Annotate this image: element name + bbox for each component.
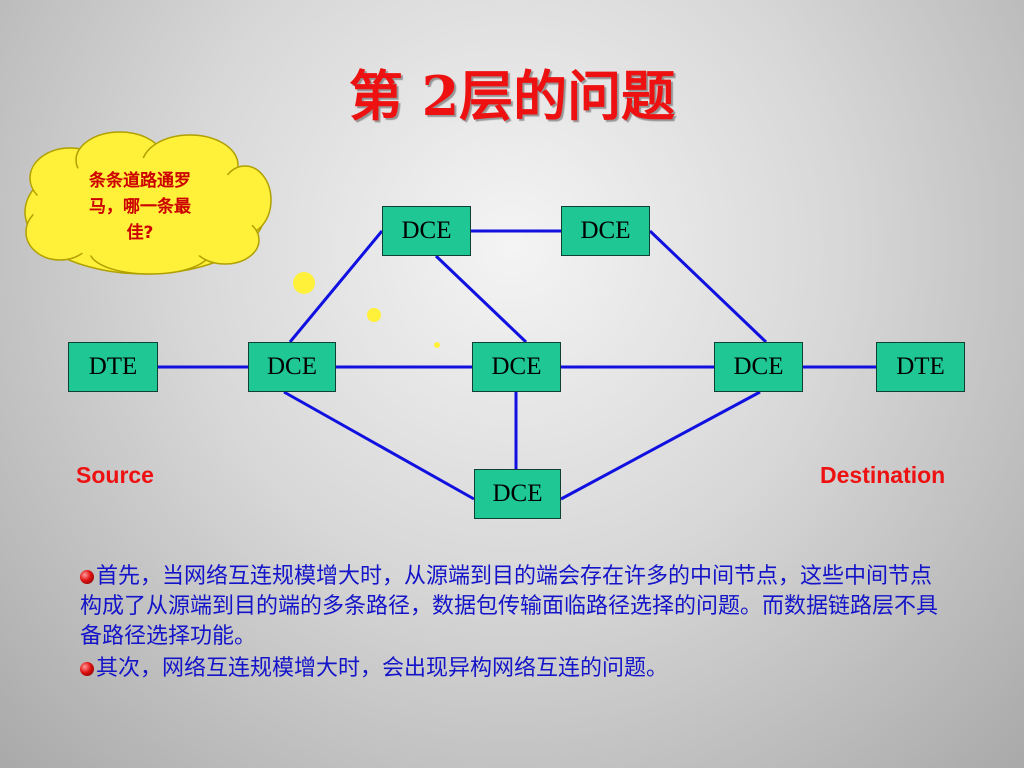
link-dce-top-left-dce-center (434, 254, 528, 344)
link-dce-mid-left-dce-top-left (288, 230, 384, 343)
bubble-line: 马，哪一条最 (89, 197, 191, 217)
paragraph-1: 首先，当网络互连规模增大时，从源端到目的端会存在许多的中间节点，这些中间节点构成… (80, 562, 950, 652)
node-dce-top-right: DCE (561, 206, 650, 256)
node-dce-center: DCE (472, 342, 561, 392)
red-bullet-icon (80, 662, 94, 676)
bubble-dot-medium (367, 308, 381, 322)
destination-label: Destination (820, 462, 946, 488)
link-dce-top-right-dce-mid-right (648, 229, 768, 344)
bubble-dot-small (434, 342, 440, 348)
bubble-dot-large (293, 272, 315, 294)
bubble-line: 条条道路通罗 (89, 171, 191, 191)
paragraph-2: 其次，网络互连规模增大时，会出现异构网络互连的问题。 (80, 654, 950, 684)
node-dte-destination: DTE (876, 342, 965, 392)
paragraph-text: 其次，网络互连规模增大时，会出现异构网络互连的问题。 (96, 656, 669, 681)
bubble-line: 佳? (126, 223, 154, 243)
node-dte-source: DTE (68, 342, 158, 392)
paragraph-text: 首先，当网络互连规模增大时，从源端到目的端会存在许多的中间节点，这些中间节点构成… (80, 564, 939, 649)
thought-bubble-text: 条条道路通罗 马，哪一条最 佳? (60, 168, 220, 246)
body-text: 首先，当网络互连规模增大时，从源端到目的端会存在许多的中间节点，这些中间节点构成… (80, 562, 950, 686)
node-dce-bottom: DCE (474, 469, 561, 519)
slide-title: 第 2层的问题 (348, 64, 676, 128)
node-dce-top-left: DCE (382, 206, 471, 256)
node-dce-mid-right: DCE (714, 342, 803, 392)
source-label: Source (76, 462, 154, 488)
link-dce-mid-left-dce-bottom (283, 390, 475, 501)
red-bullet-icon (80, 570, 94, 584)
node-dce-mid-left: DCE (248, 342, 336, 392)
link-dce-mid-right-dce-bottom (560, 390, 761, 501)
